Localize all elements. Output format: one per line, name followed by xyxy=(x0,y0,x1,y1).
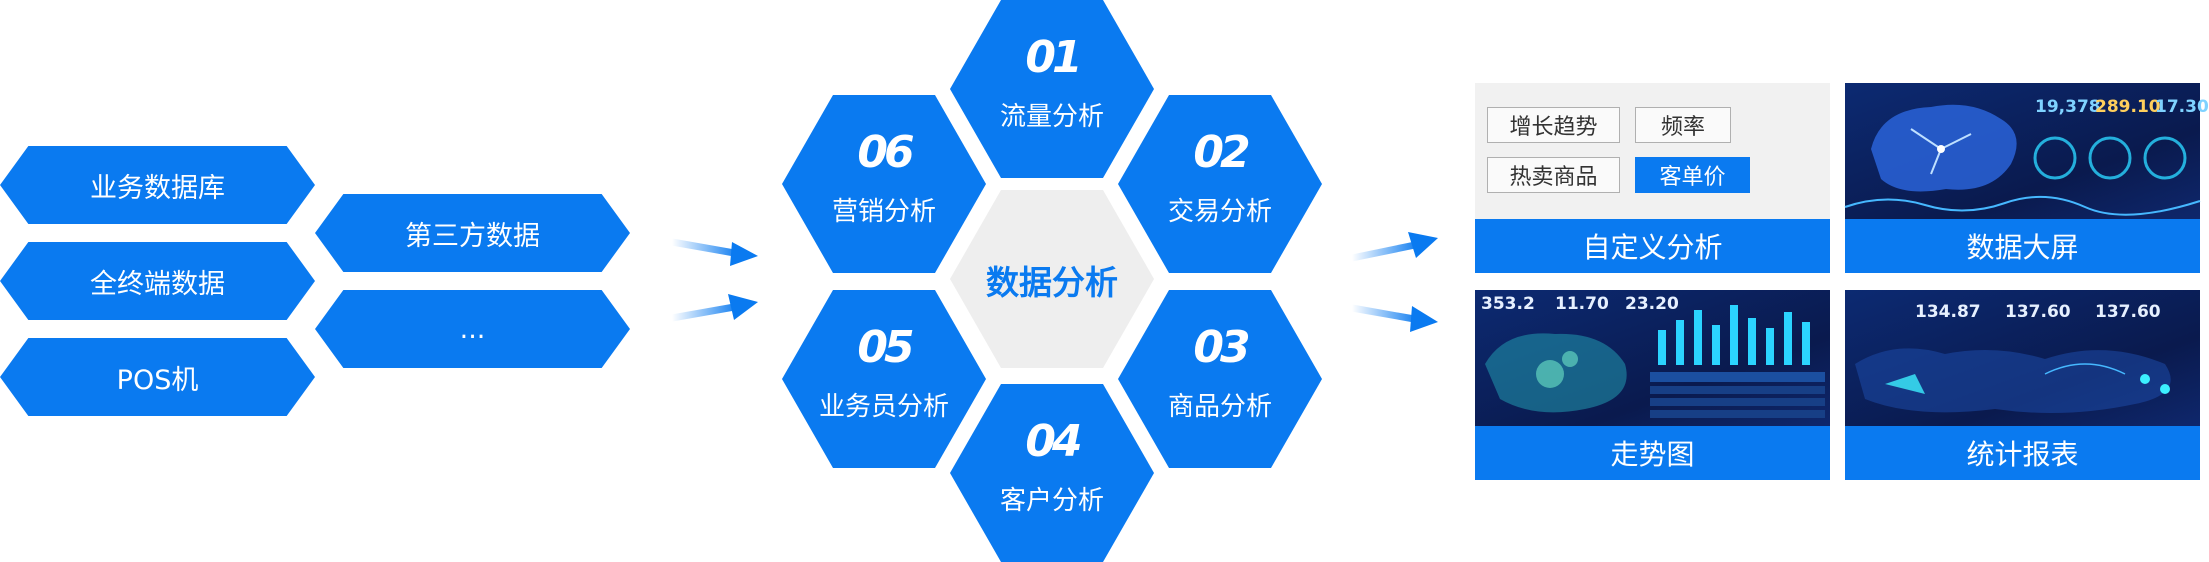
stat-value: 19,378 xyxy=(2035,97,2101,117)
tag-frequency[interactable]: 频率 xyxy=(1635,107,1731,143)
panel-trend: 353.2 11.70 23.20 走势图 xyxy=(1475,290,1830,480)
module-label: 营销分析 xyxy=(831,197,936,227)
caption-report: 统计报表 xyxy=(1845,426,2200,480)
module-label: 商品分析 xyxy=(1167,392,1272,422)
hex-product-analysis: 03 商品分析 xyxy=(1118,290,1322,468)
source-pos: POS机 xyxy=(0,338,315,416)
hex-salesperson-analysis: 05 业务员分析 xyxy=(782,290,986,468)
gauge-graphic xyxy=(2033,136,2187,180)
source-third-party: 第三方数据 xyxy=(315,194,630,272)
map-graphic xyxy=(1871,104,2017,192)
stat-value: 134.87 xyxy=(1915,302,1981,322)
wave-graphic xyxy=(1844,195,2201,216)
tag-hot-products[interactable]: 热卖商品 xyxy=(1487,157,1620,193)
bar-graphic xyxy=(1658,305,1810,365)
source-more: ... xyxy=(315,290,630,368)
caption-big-screen: 数据大屏 xyxy=(1845,219,2200,273)
world-map-graphic xyxy=(1855,348,2171,413)
module-number: 03 xyxy=(1193,322,1250,373)
module-label: 流量分析 xyxy=(999,102,1104,132)
stat-value: 17.30 xyxy=(2155,97,2209,117)
module-label: 业务员分析 xyxy=(818,392,949,422)
hex-center: 数据分析 xyxy=(950,190,1154,368)
panel-custom-analysis: 增长趋势 频率 热卖商品 客单价 自定义分析 xyxy=(1475,83,1830,273)
stat-value: 353.2 xyxy=(1481,294,1535,314)
module-number: 05 xyxy=(857,322,914,373)
table-graphic xyxy=(1650,372,1825,418)
arrow-icon xyxy=(671,294,758,322)
stat-value: 11.70 xyxy=(1555,294,1609,314)
stat-value: 23.20 xyxy=(1625,294,1679,314)
hex-traffic-analysis: 01 流量分析 xyxy=(950,0,1154,178)
module-number: 04 xyxy=(1025,416,1082,467)
hex-transaction-analysis: 02 交易分析 xyxy=(1118,95,1322,273)
caption-custom-analysis: 自定义分析 xyxy=(1475,219,1830,273)
panel-big-screen: 19,378 289.10 17.30 数据大屏 xyxy=(1844,83,2209,273)
caption-trend: 走势图 xyxy=(1475,426,1830,480)
source-business-db: 业务数据库 xyxy=(0,146,315,224)
tag-unit-price[interactable]: 客单价 xyxy=(1635,157,1750,193)
module-number: 01 xyxy=(1025,32,1082,83)
arrow-icon xyxy=(671,238,758,266)
module-number: 02 xyxy=(1193,127,1250,178)
panel-report: 134.87 137.60 137.60 统计报表 xyxy=(1845,290,2200,480)
source-all-terminal: 全终端数据 xyxy=(0,242,315,320)
hex-marketing-analysis: 06 营销分析 xyxy=(782,95,986,273)
arrow-icon xyxy=(1351,304,1438,332)
stat-value: 137.60 xyxy=(2005,302,2071,322)
module-number: 06 xyxy=(857,127,914,178)
stat-value: 137.60 xyxy=(2095,302,2161,322)
map-graphic xyxy=(1485,333,1627,413)
stat-value: 289.10 xyxy=(2095,97,2161,117)
hex-customer-analysis: 04 客户分析 xyxy=(950,384,1154,562)
module-label: 交易分析 xyxy=(1167,197,1272,227)
center-title: 数据分析 xyxy=(986,263,1118,302)
module-label: 客户分析 xyxy=(999,486,1104,516)
arrow-icon xyxy=(1351,232,1438,262)
tag-growth-trend[interactable]: 增长趋势 xyxy=(1487,107,1620,143)
